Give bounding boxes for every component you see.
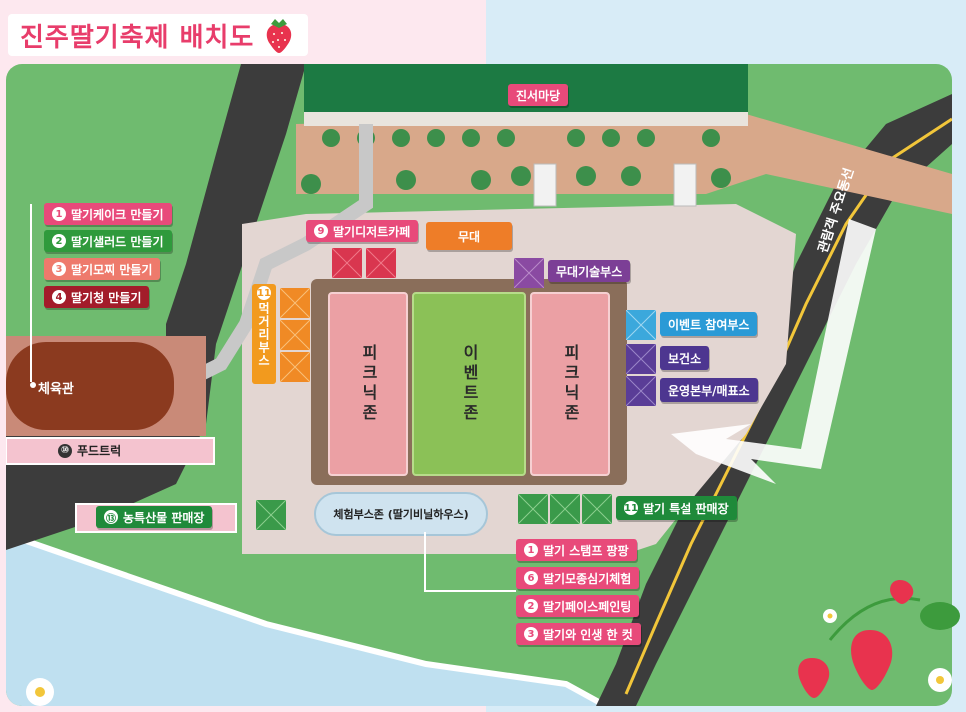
exp-facepaint: 2 딸기페이스페인팅 bbox=[516, 595, 640, 617]
special-sale-tent bbox=[518, 494, 548, 524]
exp-photo: 3 딸기와 인생 한 컷 bbox=[516, 623, 641, 645]
picnic-zone-right: 피크닉존 bbox=[530, 292, 610, 476]
strawberry-plant-decoration bbox=[798, 580, 960, 698]
flower-icon bbox=[26, 678, 54, 706]
green-tent bbox=[256, 500, 286, 530]
picnic-zone-right-label: 피크닉존 bbox=[561, 344, 580, 424]
operations-tent bbox=[626, 376, 656, 406]
stage: 무대 bbox=[426, 222, 512, 250]
experience-zone: 체험부스존 (딸기비닐하우스) bbox=[314, 492, 488, 536]
program-salad: 2 딸기샐러드 만들기 bbox=[44, 230, 172, 252]
stage-tech-tent bbox=[514, 258, 544, 288]
health-tent bbox=[626, 344, 656, 374]
page-title: 진주딸기축제 배치도 bbox=[8, 14, 309, 56]
event-zone: 이벤트존 bbox=[412, 292, 526, 476]
stage-tech-label: 무대기술부스 bbox=[548, 260, 631, 282]
gym-marker bbox=[30, 382, 36, 388]
event-booth-label: 이벤트 참여부스 bbox=[660, 312, 758, 336]
main-yard-label: 진서마당 bbox=[508, 84, 569, 106]
special-sale-tent bbox=[550, 494, 580, 524]
exp-seedling: 6 딸기모종심기체험 bbox=[516, 567, 640, 589]
program-syrup: 4 딸기청 만들기 bbox=[44, 286, 150, 308]
operations-label: 운영본부/매표소 bbox=[660, 378, 758, 402]
program-cake: 1 딸기케이크 만들기 bbox=[44, 203, 172, 225]
program-connector-line bbox=[30, 204, 32, 382]
program-mochi: 3 딸기모찌 만들기 bbox=[44, 258, 161, 280]
food-street-tent bbox=[280, 352, 310, 382]
picnic-zone-left-label: 피크닉존 bbox=[359, 344, 378, 424]
farm-market-label: ⑬ 농특산물 판매장 bbox=[96, 506, 213, 528]
exp-stamp: 1 딸기 스탬프 팡팡 bbox=[516, 539, 637, 561]
event-zone-label: 이벤트존 bbox=[460, 344, 479, 424]
special-sale-label: 11 딸기 특설 판매장 bbox=[616, 496, 737, 520]
health-label: 보건소 bbox=[660, 346, 710, 370]
festival-map: 피크닉존 이벤트존 피크닉존 진서마당 체육관 ⑩ 푸드트럭 ⑬ 농특산물 판매… bbox=[6, 64, 952, 706]
food-street-tent bbox=[280, 320, 310, 350]
special-sale-tent bbox=[582, 494, 612, 524]
dessert-cafe-label: 9 딸기디저트카페 bbox=[306, 220, 419, 242]
picnic-zone-left: 피크닉존 bbox=[328, 292, 408, 476]
gym-label: 체육관 bbox=[38, 382, 74, 397]
food-street-label: 11 먹거리부스 bbox=[252, 284, 276, 384]
food-street-tent bbox=[280, 288, 310, 318]
dessert-cafe-tent bbox=[332, 248, 362, 278]
experience-connector bbox=[424, 532, 426, 590]
dessert-cafe-tent bbox=[366, 248, 396, 278]
event-booth-tent bbox=[626, 310, 656, 340]
experience-connector bbox=[424, 590, 516, 592]
strawberry-icon bbox=[267, 19, 292, 53]
food-truck-label: ⑩ 푸드트럭 bbox=[58, 442, 121, 459]
title-text: 진주딸기축제 배치도 bbox=[20, 22, 255, 53]
